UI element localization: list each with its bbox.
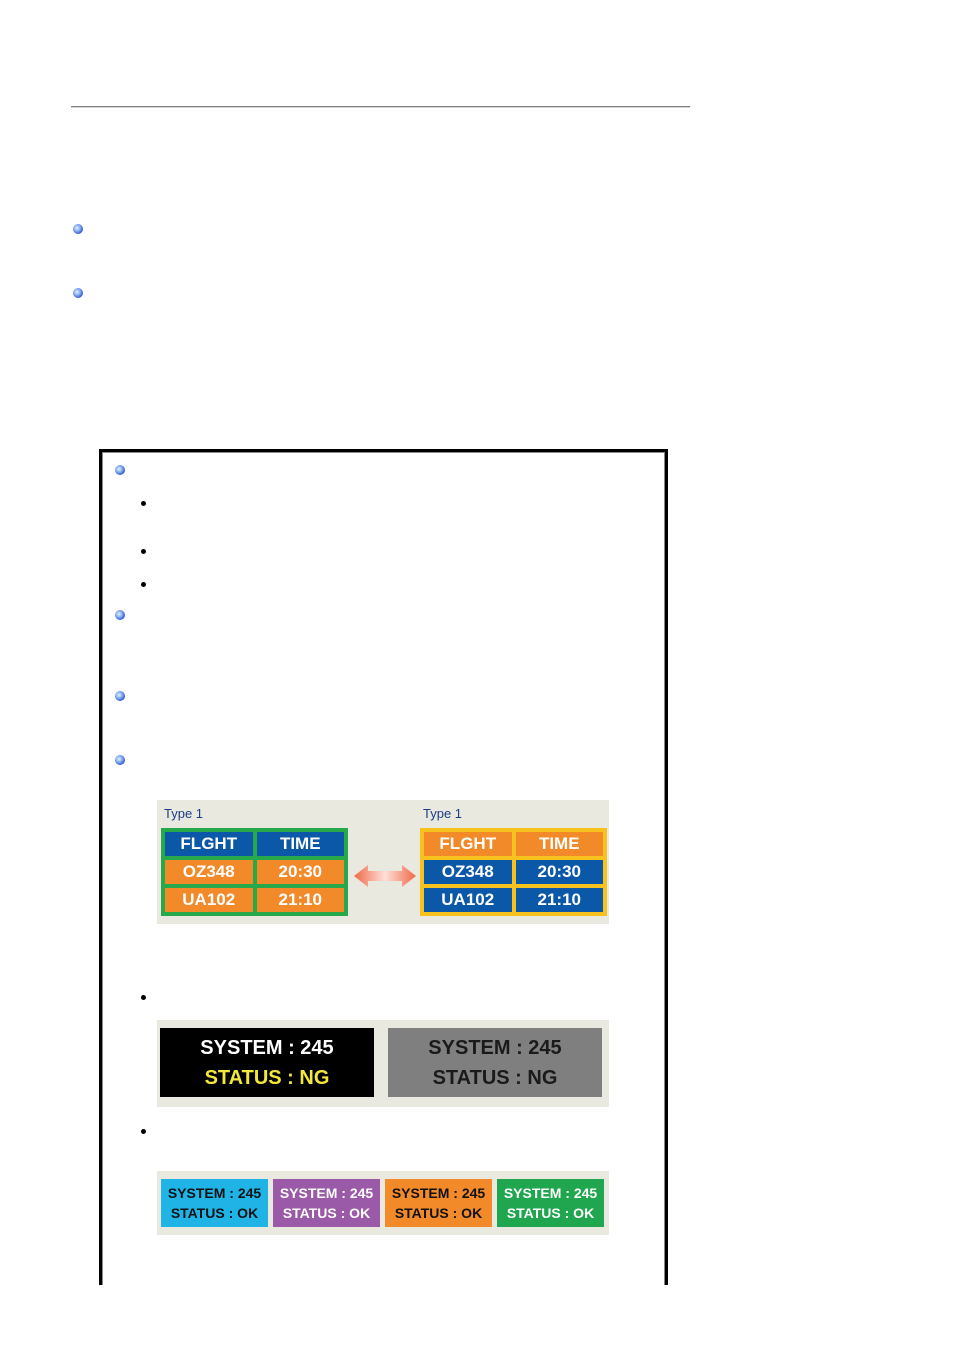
info-box xyxy=(99,449,668,1285)
data-cell: 21:10 xyxy=(256,888,344,912)
system-line: SYSTEM : 245 xyxy=(279,1185,374,1201)
type-label-left: Type 1 xyxy=(164,806,204,821)
list-bullet-icon xyxy=(141,1129,146,1134)
orb-bullet-icon xyxy=(115,755,125,765)
orb-bullet-icon xyxy=(73,224,83,234)
orb-bullet-icon xyxy=(115,691,125,701)
status-line: STATUS : OK xyxy=(170,1205,259,1221)
status-box-cyan: SYSTEM : 245 STATUS : OK xyxy=(161,1179,268,1227)
data-cell: OZ348 xyxy=(165,860,253,884)
list-bullet-icon xyxy=(141,582,146,587)
status-line: STATUS : OK xyxy=(394,1205,483,1221)
system-line: SYSTEM : 245 xyxy=(391,1185,486,1201)
orb-bullet-icon xyxy=(115,465,125,475)
flight-table-right: FLGHT TIME OZ348 20:30 UA102 21:10 xyxy=(420,828,607,916)
flight-color-swap-figure: Type 1 FLGHT TIME OZ348 20:30 UA102 21:1… xyxy=(157,800,609,924)
system-line: SYSTEM : 245 xyxy=(503,1185,598,1201)
status-line: STATUS : NG xyxy=(432,1066,558,1089)
data-cell: 21:10 xyxy=(515,888,603,912)
system-line: SYSTEM : 245 xyxy=(200,1036,334,1059)
status-box-green: SYSTEM : 245 STATUS : OK xyxy=(497,1179,604,1227)
status-box-orange: SYSTEM : 245 STATUS : OK xyxy=(385,1179,492,1227)
horizontal-rule xyxy=(71,106,690,108)
list-bullet-icon xyxy=(141,549,146,554)
data-cell: UA102 xyxy=(165,888,253,912)
list-bullet-icon xyxy=(141,995,146,1000)
flight-table-left: FLGHT TIME OZ348 20:30 UA102 21:10 xyxy=(161,828,348,916)
header-cell: FLGHT xyxy=(165,832,253,856)
orb-bullet-icon xyxy=(115,610,125,620)
status-box-black: SYSTEM : 245 STATUS : NG xyxy=(160,1028,374,1097)
status-box-purple: SYSTEM : 245 STATUS : OK xyxy=(273,1179,380,1227)
status-box-gray: SYSTEM : 245 STATUS : NG xyxy=(388,1028,602,1097)
system-line: SYSTEM : 245 xyxy=(167,1185,262,1201)
type-label-right: Type 1 xyxy=(423,806,463,821)
contrast-figure: SYSTEM : 245 STATUS : NG SYSTEM : 245 ST… xyxy=(157,1020,609,1107)
orb-bullet-icon xyxy=(73,288,83,298)
header-cell: TIME xyxy=(256,832,344,856)
status-line: STATUS : OK xyxy=(506,1205,595,1221)
data-cell: OZ348 xyxy=(424,860,512,884)
header-cell: FLGHT xyxy=(424,832,512,856)
status-line: STATUS : NG xyxy=(204,1066,330,1089)
double-arrow-icon xyxy=(354,865,416,887)
header-cell: TIME xyxy=(515,832,603,856)
data-cell: 20:30 xyxy=(256,860,344,884)
status-line: STATUS : OK xyxy=(282,1205,371,1221)
system-line: SYSTEM : 245 xyxy=(428,1036,562,1059)
data-cell: UA102 xyxy=(424,888,512,912)
color-combination-figure: SYSTEM : 245 STATUS : OK SYSTEM : 245 ST… xyxy=(157,1171,609,1235)
list-bullet-icon xyxy=(141,501,146,506)
data-cell: 20:30 xyxy=(515,860,603,884)
